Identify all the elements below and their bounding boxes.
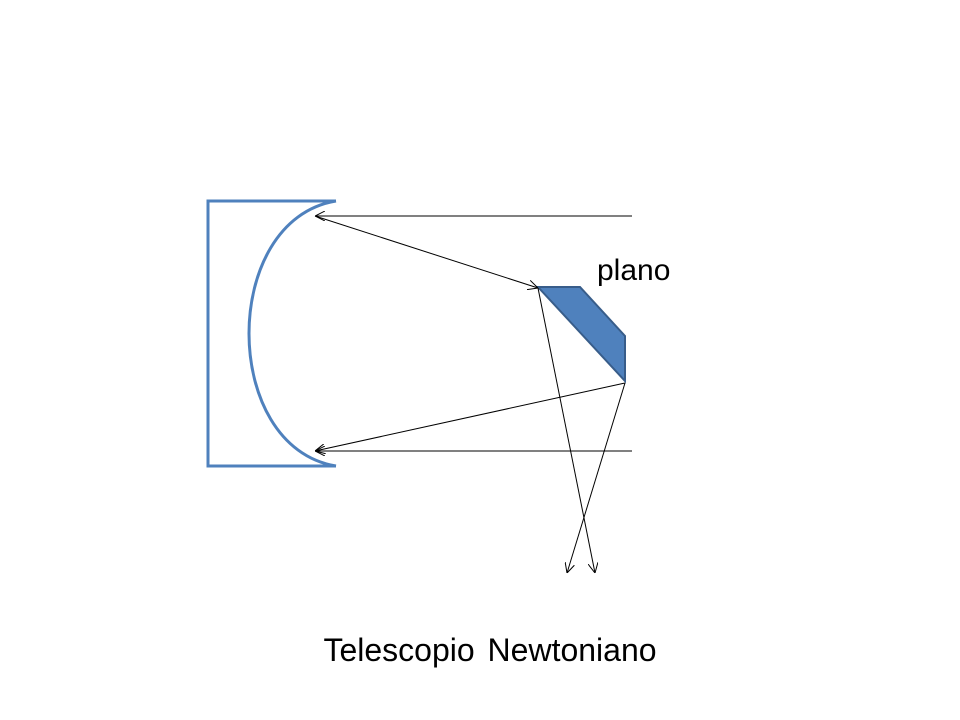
primary-mirror-curve — [247, 199, 337, 468]
reflected-ray-bottom — [315, 382, 626, 451]
primary-mirror-housing — [206, 199, 336, 468]
reflected-ray-top — [314, 215, 538, 288]
eyepiece-ray-2 — [567, 382, 626, 573]
eyepiece-ray-1 — [537, 287, 595, 573]
flat-mirror-label: plano — [597, 254, 671, 287]
flat-mirror — [535, 286, 626, 384]
diagram-caption: Telescopio Newtoniano — [323, 632, 657, 668]
